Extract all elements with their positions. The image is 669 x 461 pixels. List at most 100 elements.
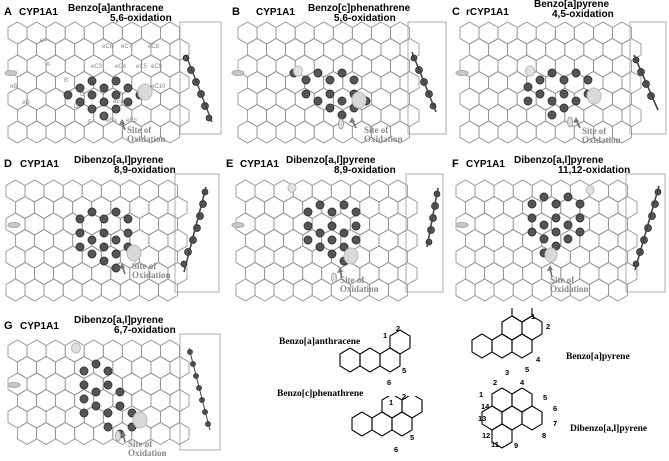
grid-hexagon xyxy=(100,179,121,203)
grid-hexagon xyxy=(459,21,480,45)
panel-letter: B xyxy=(232,6,240,18)
grid-hexagon xyxy=(588,245,609,269)
grid-hexagon xyxy=(235,179,256,203)
grid-hexagon xyxy=(292,245,313,269)
grid-hexagon xyxy=(516,21,537,45)
svg-text:eEb: eEb xyxy=(126,118,137,124)
grid-hexagon xyxy=(256,120,277,144)
locant-number: 7 xyxy=(553,419,558,428)
hex-grid-diagram xyxy=(231,173,444,302)
panel-e: E CYP1A1 Dibenzo[a,l]pyrene 8,9-oxidatio… xyxy=(224,152,449,307)
grid-hexagon xyxy=(45,405,66,429)
grid-hexagon xyxy=(522,262,543,285)
grid-hexagon xyxy=(507,71,528,94)
grid-hexagon xyxy=(526,104,547,127)
grid-hexagon xyxy=(17,104,37,127)
locant-number: 6 xyxy=(387,378,392,387)
svg-text:eC4: eC4 xyxy=(115,64,127,70)
grid-hexagon xyxy=(368,179,389,203)
grid-hexagon xyxy=(53,196,74,219)
panel-d: D CYP1A1 Dibenzo[a,l]pyrene 8,9-oxidatio… xyxy=(0,152,225,307)
grid-hexagon xyxy=(349,179,370,203)
panel-letter: G xyxy=(4,320,13,332)
grid-hexagon xyxy=(121,339,142,363)
grid-hexagon xyxy=(159,120,180,144)
oxidation-label: 5,6-oxidation xyxy=(334,13,396,24)
oxidation-label: 8,9-oxidation xyxy=(114,165,176,176)
grid-hexagon xyxy=(478,87,499,111)
svg-text:eC6: eC6 xyxy=(102,44,114,50)
grid-hexagon xyxy=(55,422,76,445)
grid-hexagon xyxy=(43,179,64,203)
grid-hexagon xyxy=(15,262,35,285)
structure-benzo-a-pyrene xyxy=(471,308,543,359)
grid-hexagon xyxy=(148,229,169,252)
grid-hexagon xyxy=(569,245,590,269)
grid-hexagon xyxy=(36,389,56,412)
grid-hexagon xyxy=(351,54,372,78)
grid-hexagon xyxy=(484,196,504,219)
grid-hexagon xyxy=(535,120,556,144)
grid-hexagon xyxy=(526,38,547,61)
grid-hexagon xyxy=(330,179,351,203)
grid-hexagon xyxy=(469,71,489,94)
grid-hexagon xyxy=(455,179,476,203)
enzyme-label: CYP1A1 xyxy=(466,159,505,170)
grid-hexagon xyxy=(237,120,258,144)
svg-text:eC8: eC8 xyxy=(148,44,160,50)
grid-hexagon xyxy=(159,54,180,78)
substrate-label: Dibenzo[a,l]pyrene xyxy=(74,315,164,326)
grid-hexagon xyxy=(378,229,399,252)
svg-text:eD: eD xyxy=(22,100,30,106)
ring-label: eA xyxy=(40,38,47,44)
grid-hexagon xyxy=(119,278,140,302)
grid-hexagon xyxy=(45,372,66,396)
svg-text:eC3: eC3 xyxy=(91,64,103,70)
grid-hexagon xyxy=(493,245,514,269)
structure-name-benzo-a-anthracene: Benzo[a]anthracene xyxy=(279,337,361,347)
grid-hexagon xyxy=(611,54,632,78)
svg-text:eC9: eC9 xyxy=(151,64,163,70)
grid-hexagon xyxy=(493,278,514,302)
grid-hexagon xyxy=(266,38,286,61)
grid-hexagon xyxy=(474,212,495,236)
grid-hexagon xyxy=(516,120,537,144)
grid-hexagon xyxy=(497,87,518,111)
panel-letter: C xyxy=(452,6,460,18)
grid-hexagon xyxy=(169,389,190,412)
grid-hexagon xyxy=(64,21,85,45)
grid-hexagon xyxy=(254,245,275,269)
grid-hexagon xyxy=(292,179,313,203)
grid-hexagon xyxy=(119,179,140,203)
locant-number: 2 xyxy=(546,322,551,331)
grid-hexagon xyxy=(598,229,619,252)
grid-hexagon xyxy=(150,389,171,412)
grid-hexagon xyxy=(611,87,632,111)
grid-hexagon xyxy=(313,21,334,45)
enzyme-label: CYP1A1 xyxy=(20,159,59,170)
grid-hexagon xyxy=(617,196,638,219)
grid-hexagon xyxy=(140,339,161,363)
locant-number: 5 xyxy=(410,433,415,442)
grid-hexagon xyxy=(294,120,315,144)
grid-hexagon xyxy=(15,229,35,252)
grid-hexagon xyxy=(380,38,401,61)
grid-hexagon xyxy=(493,179,514,203)
panel-a: A CYP1A1 Benzo[a]anthracene 5,6-oxidatio… xyxy=(0,0,225,150)
oxidation-label: 4,5-oxidation xyxy=(552,9,614,20)
grid-hexagon xyxy=(469,38,489,61)
locant-number: 4 xyxy=(536,355,541,364)
grid-hexagon xyxy=(455,245,476,269)
grid-hexagon xyxy=(497,120,518,144)
panel-b: B CYP1A1 Benzo[c]phenathrene 5,6-oxidati… xyxy=(224,0,449,150)
grid-hexagon xyxy=(159,21,180,45)
grid-hexagon xyxy=(55,356,76,379)
svg-text:F: F xyxy=(88,120,92,126)
grid-hexagon xyxy=(264,229,284,252)
enzyme-label: rCYP1A1 xyxy=(466,7,509,18)
grid-hexagon xyxy=(74,422,95,445)
grid-hexagon xyxy=(43,212,64,236)
locant-number: 3 xyxy=(505,368,510,377)
grid-hexagon xyxy=(332,21,353,45)
